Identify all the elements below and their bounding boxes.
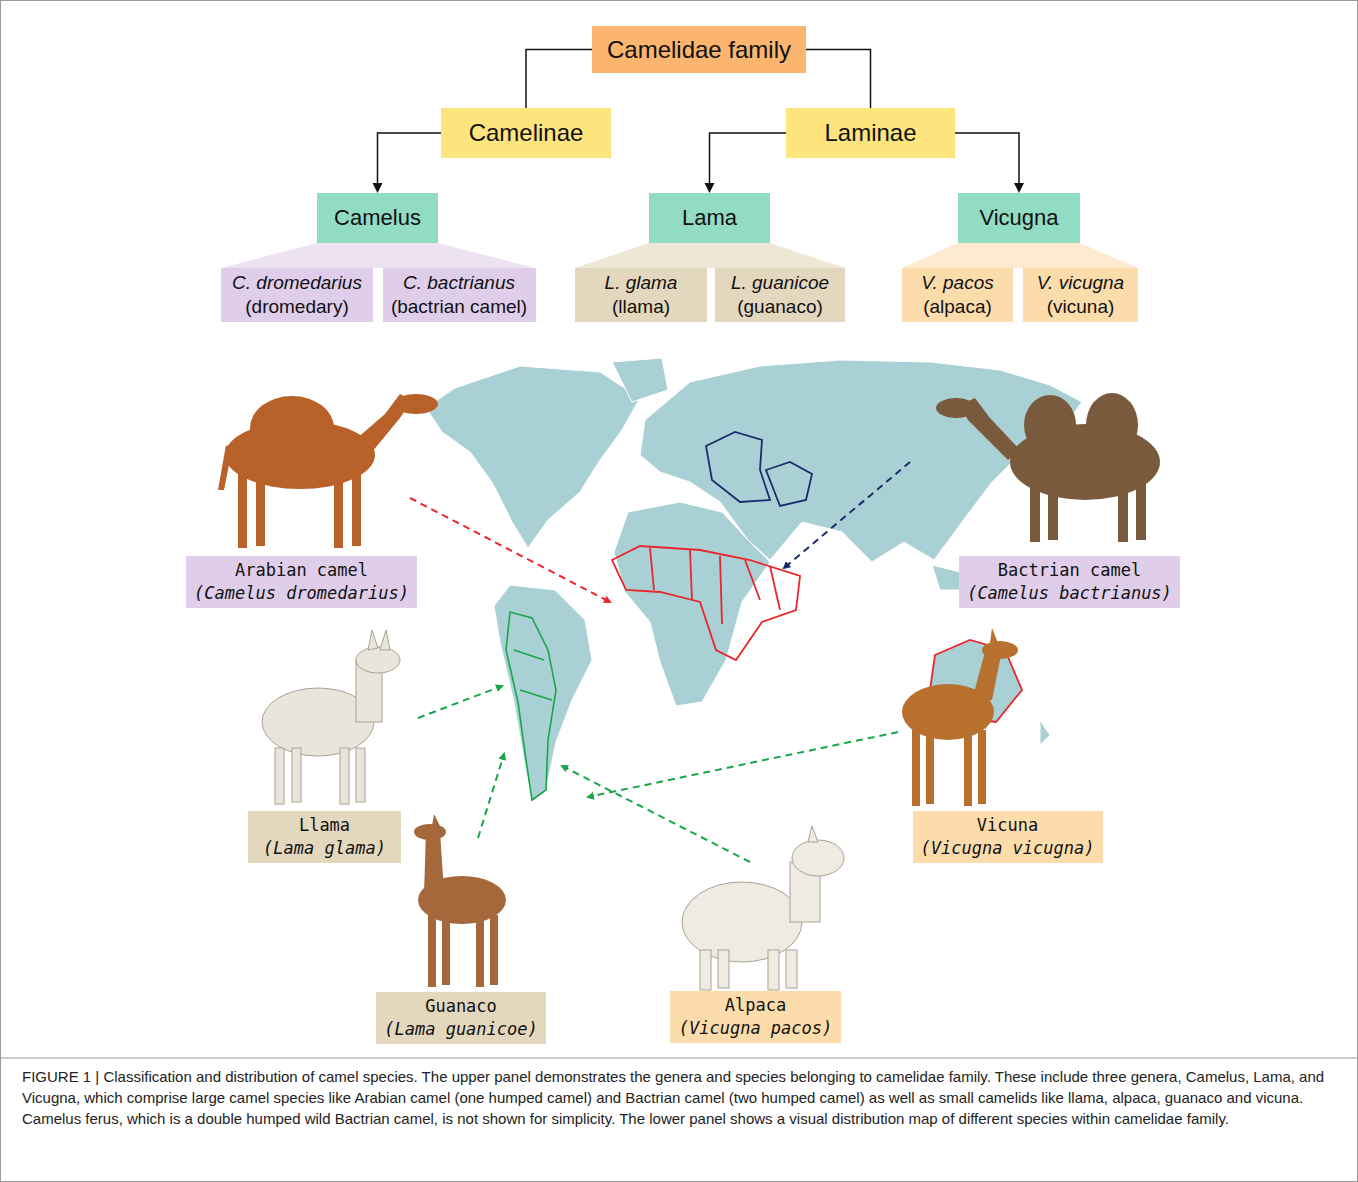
species-box: L. guanicoe(guanaco) (715, 268, 845, 322)
connector-line (526, 50, 592, 109)
species-box: C. dromedarius(dromedary) (221, 268, 373, 322)
caption-rule (0, 1058, 1358, 1059)
node-text: Camelidae family (607, 36, 791, 64)
node-text: (Vicugna pacos) (679, 1017, 833, 1040)
node-text: (dromedary) (245, 295, 348, 319)
species-box: V. vicugna(vicuna) (1023, 268, 1138, 322)
range-arrow (784, 462, 910, 568)
animal-label: Arabian camel(Camelus dromedarius) (186, 556, 417, 608)
node-text: L. glama (605, 271, 678, 295)
node-text: Camelinae (469, 119, 584, 147)
subfamily-box: Camelinae (441, 108, 611, 158)
node-text: Vicuna (977, 814, 1038, 837)
node-text: Vicugna (979, 205, 1058, 231)
range-arrow (418, 686, 502, 718)
connector-line (378, 133, 442, 183)
connector-line (710, 133, 787, 183)
animal-label: Bactrian camel(Camelus bactrianus) (959, 556, 1180, 608)
vicuna-picture (902, 628, 1018, 806)
species-box: C. bactrianus(bactrian camel) (383, 268, 536, 322)
node-text: Bactrian camel (998, 559, 1141, 582)
arrowhead (1014, 183, 1024, 193)
family-box: Camelidae family (592, 26, 806, 73)
tree-connector (955, 133, 1024, 193)
node-text: C. dromedarius (232, 271, 362, 295)
node-text: Arabian camel (235, 559, 368, 582)
tree-connector (373, 133, 442, 193)
genus-fan (902, 243, 1138, 268)
node-text: L. guanicoe (731, 271, 829, 295)
node-text: Camelus (334, 205, 421, 231)
connector-line (955, 133, 1019, 183)
node-text: Lama (682, 205, 737, 231)
node-text: (Lama glama) (263, 837, 386, 860)
node-text: (Vicugna vicugna) (921, 837, 1095, 860)
alpaca-picture (682, 826, 844, 990)
node-text: (guanaco) (737, 295, 823, 319)
range-arrow (588, 732, 898, 797)
node-text: V. pacos (921, 271, 994, 295)
tree-connector (526, 50, 592, 109)
animal-label: Guanaco(Lama guanicoe) (376, 992, 546, 1044)
species-box: V. pacos(alpaca) (902, 268, 1013, 322)
genus-box: Vicugna (958, 193, 1080, 243)
range-arrow (410, 498, 610, 602)
llama-picture (262, 630, 400, 804)
node-text: (bactrian camel) (391, 295, 527, 319)
figure-caption: FIGURE 1 | Classification and distributi… (22, 1066, 1336, 1129)
guanaco-picture (414, 814, 506, 987)
node-text: (vicuna) (1047, 295, 1115, 319)
range-arrow (562, 766, 750, 862)
tree-connector (806, 50, 871, 109)
range-arrow (478, 754, 504, 838)
genus-fan (221, 243, 535, 268)
dromedary-picture (218, 394, 438, 548)
node-text: Llama (299, 814, 350, 837)
arrowhead (705, 183, 715, 193)
node-text: (Camelus bactrianus) (967, 582, 1172, 605)
node-text: (Lama guanicoe) (384, 1018, 538, 1041)
animal-label: Alpaca(Vicugna pacos) (670, 991, 841, 1043)
node-text: (alpaca) (923, 295, 992, 319)
subfamily-box: Laminae (786, 108, 955, 158)
south-american-camelid-range (506, 612, 556, 800)
bactrian-camel-picture (936, 393, 1160, 542)
bactrian-range (706, 432, 812, 506)
animal-label: Llama(Lama glama) (248, 811, 401, 863)
arrowhead (373, 183, 383, 193)
node-text: Guanaco (425, 995, 497, 1018)
genus-box: Lama (649, 193, 770, 243)
genus-box: Camelus (317, 193, 438, 243)
node-text: Alpaca (725, 994, 786, 1017)
node-text: V. vicugna (1037, 271, 1124, 295)
connector-line (806, 50, 871, 109)
species-box: L. glama(llama) (575, 268, 707, 322)
node-text: (Camelus dromedarius) (194, 582, 409, 605)
node-text: (llama) (612, 295, 670, 319)
tree-connector (705, 133, 787, 193)
node-text: Laminae (824, 119, 916, 147)
genus-fan (575, 243, 845, 268)
node-text: C. bactrianus (403, 271, 515, 295)
animal-label: Vicuna(Vicugna vicugna) (913, 811, 1103, 863)
